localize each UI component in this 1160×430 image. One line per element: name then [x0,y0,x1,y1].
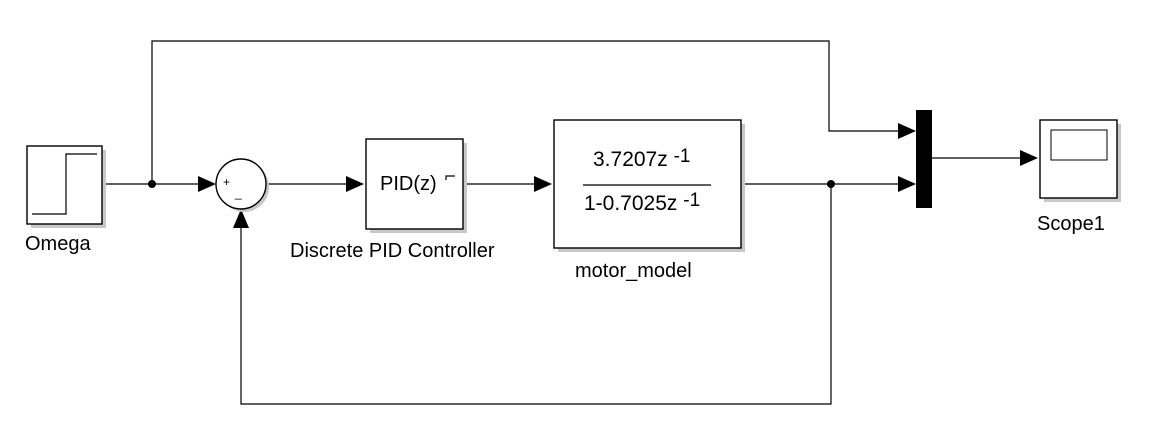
tf-numerator-base: 3.7207z [593,148,668,171]
arrowhead-sum-minus-input [233,209,249,228]
step-block[interactable] [26,145,106,228]
motor-block-name[interactable]: motor_model [575,260,692,282]
arrowhead-sum-plus-input [198,176,216,192]
tf-denominator-base: 1-0.7025z [584,192,678,215]
arrowhead-pid-input [346,176,364,192]
pid-block-name[interactable]: Discrete PID Controller [290,240,495,262]
step-icon [32,153,97,215]
pid-block-text: PID(z) [380,173,437,195]
tf-denominator-exponent: -1 [683,190,701,211]
scope-block-name[interactable]: Scope1 [1037,213,1105,235]
sum-minus-sign: _ [235,186,242,200]
wire-reference-to-mux[interactable] [151,40,900,184]
arrowhead-motor-input [534,176,552,192]
sum-plus-sign: + [223,175,231,189]
step-block-name[interactable]: Omega [25,233,91,255]
wire-feedback[interactable] [240,184,832,405]
sum-block[interactable] [215,158,269,212]
pid-block[interactable] [365,138,467,233]
arrowheads [198,123,1038,228]
tf-numerator-exponent: -1 [673,146,691,167]
tf-denominator: 1-0.7025z -1 [584,190,701,216]
mux-block[interactable] [916,110,932,208]
tf-numerator: 3.7207z -1 [593,146,691,172]
pid-discrete-icon [445,175,455,180]
arrowhead-mux-input-2 [898,176,916,192]
scope-block[interactable] [1039,119,1121,202]
arrowhead-scope-input [1020,150,1038,166]
signal-lines [102,40,1022,405]
motor-model-block[interactable] [553,119,745,252]
branch-point-output [827,180,835,188]
branch-point-reference [148,180,156,188]
arrowhead-mux-input-1 [898,123,916,139]
scope-screen-icon [1050,129,1108,161]
